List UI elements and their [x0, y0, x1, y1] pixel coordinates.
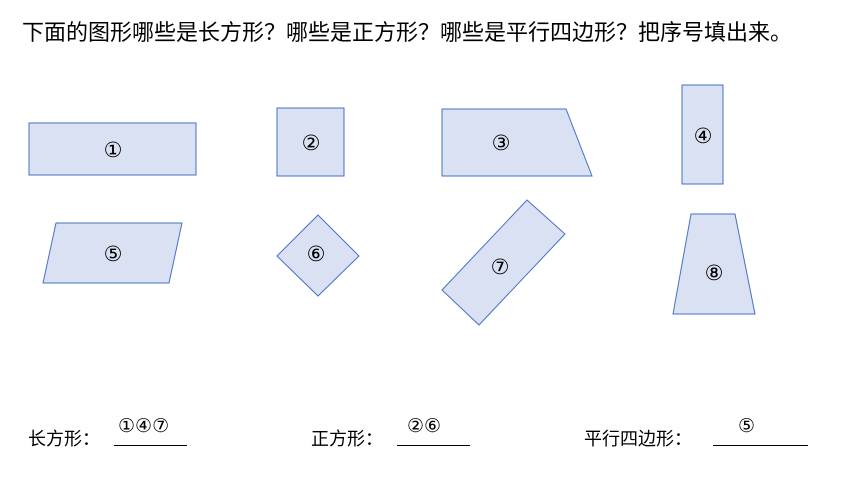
- figure-2: ②: [276, 107, 345, 177]
- answer-rectangle-value: ①④⑦: [118, 415, 170, 437]
- figure-5-label: ⑤: [104, 242, 123, 266]
- figure-3-label: ③: [492, 131, 511, 155]
- figure-1: ①: [28, 122, 197, 176]
- figure-3-trapezoid: [441, 108, 593, 177]
- question-text: 下面的图形哪些是长方形？哪些是正方形？哪些是平行四边形？把序号填出来。: [22, 21, 793, 46]
- figure-4-rectangle: [681, 84, 724, 185]
- figure-7: ⑦: [441, 199, 566, 326]
- figure-5-parallelogram: [42, 222, 183, 284]
- figure-3: ③: [441, 108, 593, 177]
- figure-1-rectangle: [28, 122, 197, 176]
- answer-square-value: ②⑥: [407, 415, 442, 437]
- figure-6-label: ⑥: [307, 242, 326, 266]
- answer-square: 正方形： ②⑥: [311, 415, 476, 450]
- figure-2-square: [276, 107, 345, 177]
- answer-parallelogram: 平行四边形： ⑤: [584, 415, 814, 450]
- figure-6: ⑥: [276, 214, 360, 297]
- figure-8-label: ⑧: [705, 261, 724, 285]
- answer-parallelogram-blank[interactable]: [713, 445, 808, 446]
- figure-5: ⑤: [42, 222, 183, 284]
- figure-1-label: ①: [104, 138, 123, 162]
- figures-area: ① ② ③ ④ ⑤ ⑥ ⑦ ⑧: [28, 84, 756, 326]
- figure-8: ⑧: [672, 213, 756, 315]
- figure-8-trapezoid: [672, 213, 756, 315]
- figure-2-label: ②: [302, 131, 321, 155]
- figure-4-label: ④: [694, 124, 713, 148]
- answer-rectangle-label: 长方形：: [28, 429, 100, 450]
- figure-4: ④: [681, 84, 724, 185]
- answer-square-label: 正方形：: [311, 429, 383, 450]
- answer-parallelogram-value: ⑤: [738, 415, 756, 437]
- answer-square-blank[interactable]: [397, 445, 470, 446]
- answer-parallelogram-label: 平行四边形：: [584, 429, 692, 450]
- figure-7-label: ⑦: [491, 255, 510, 279]
- figure-7-tilted-rectangle: [441, 199, 566, 326]
- figure-6-tilted-square: [276, 214, 360, 297]
- answer-rectangle-blank[interactable]: [114, 445, 187, 446]
- answer-rectangle: 长方形： ①④⑦: [28, 415, 193, 450]
